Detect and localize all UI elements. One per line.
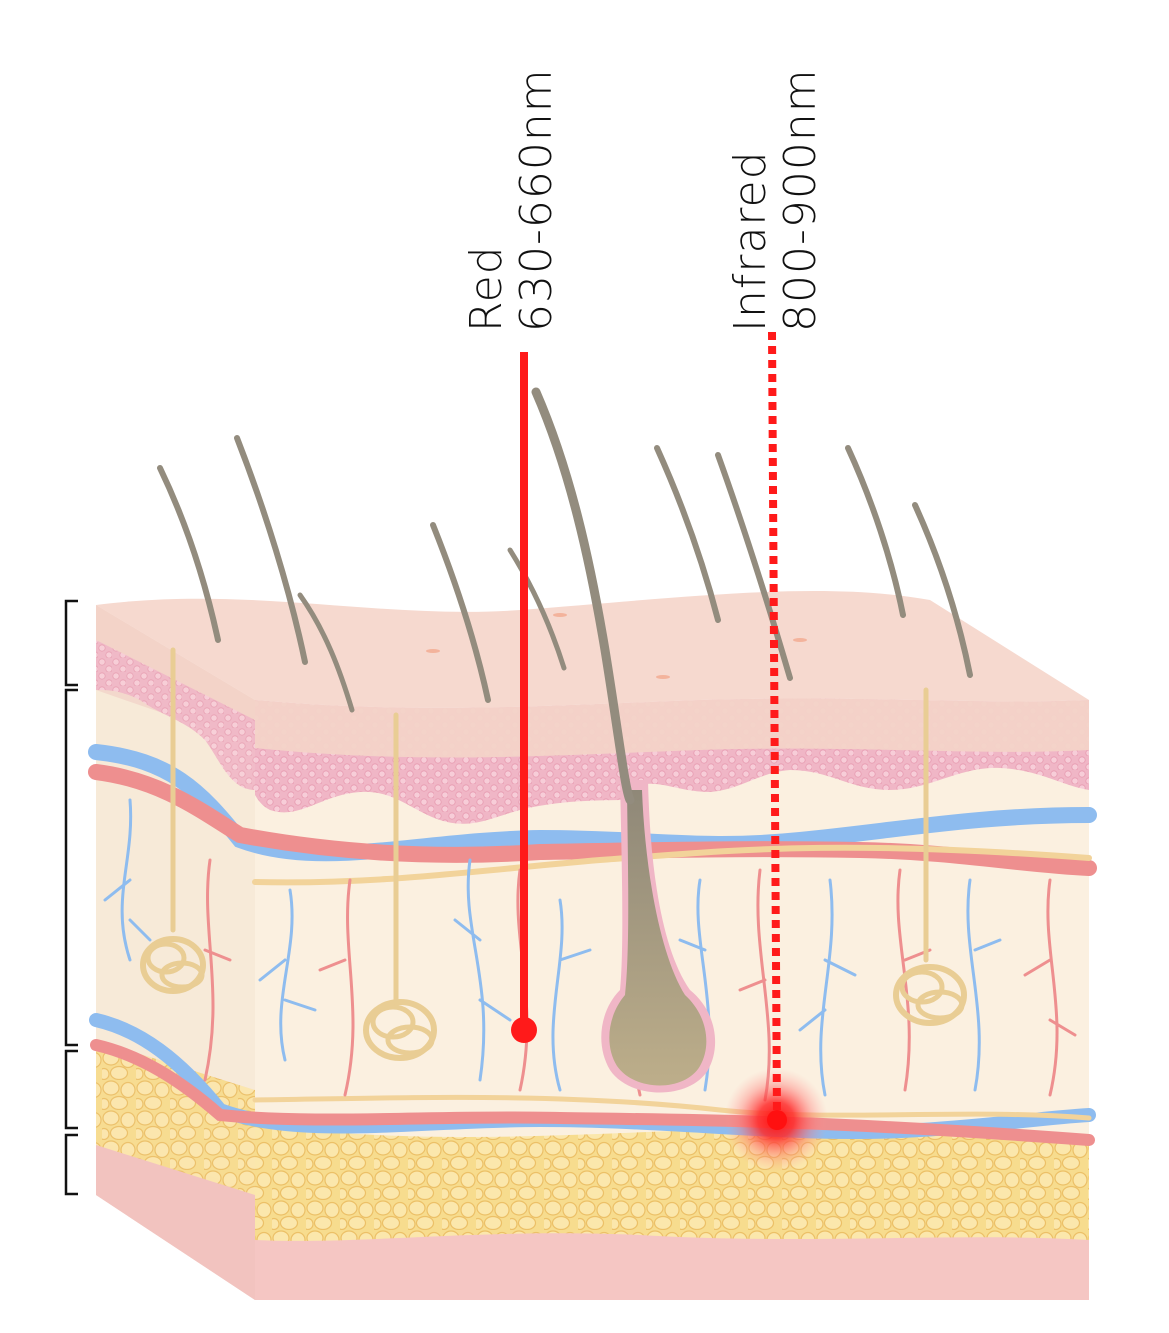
bracket-dermis	[64, 688, 78, 1047]
layer-brackets	[64, 599, 78, 1196]
epidermis-top-layer	[255, 698, 1089, 758]
pore-marks	[426, 613, 807, 679]
hair-follicle-bulb-icon	[531, 387, 716, 1093]
hypodermis-fat-layer	[255, 1120, 1089, 1241]
sweat-gland-3	[893, 687, 967, 1026]
lymph-upper	[252, 844, 1092, 886]
bracket-muscle	[64, 1133, 78, 1196]
infrared-light-beam	[724, 331, 828, 1172]
hair-strands	[157, 435, 973, 713]
red-wavelength-label: Red 630-660nm	[461, 68, 562, 332]
infrared-beam-endpoint	[767, 1110, 787, 1130]
hair-strand-icon	[157, 465, 221, 643]
hair-strand-icon	[297, 592, 355, 713]
red-beam-endpoint	[511, 1017, 537, 1043]
red-label-range: 630-660nm	[511, 68, 562, 332]
infrared-label-range: 800-900nm	[775, 68, 826, 332]
artery-upper	[88, 764, 1097, 876]
blood-vessels	[88, 744, 1097, 1146]
infrared-wavelength-label: Infrared 800-900nm	[725, 68, 826, 332]
sweat-gland-1	[140, 647, 206, 994]
skin-surface	[96, 591, 1089, 708]
bracket-hypodermis	[64, 1049, 78, 1130]
sweat-glands	[140, 647, 967, 1061]
hair-strand-icon	[430, 522, 491, 703]
infrared-beam-dotted-line	[768, 331, 781, 1116]
lymph-lower	[252, 1094, 1092, 1121]
sweat-gland-2	[363, 712, 437, 1061]
hair-strand-icon	[234, 435, 308, 665]
hair-strand-icon	[654, 445, 721, 623]
hair-strand-icon	[912, 502, 973, 678]
infrared-label-name: Infrared	[725, 150, 776, 332]
red-light-beam	[511, 352, 537, 1043]
hair-strand-icon	[845, 445, 906, 618]
hair-strand-icon	[507, 547, 567, 671]
artery-lower	[90, 1039, 1095, 1146]
red-label-name: Red	[461, 245, 512, 332]
hair-strand-icon	[715, 452, 793, 681]
bracket-epidermis	[64, 599, 78, 687]
